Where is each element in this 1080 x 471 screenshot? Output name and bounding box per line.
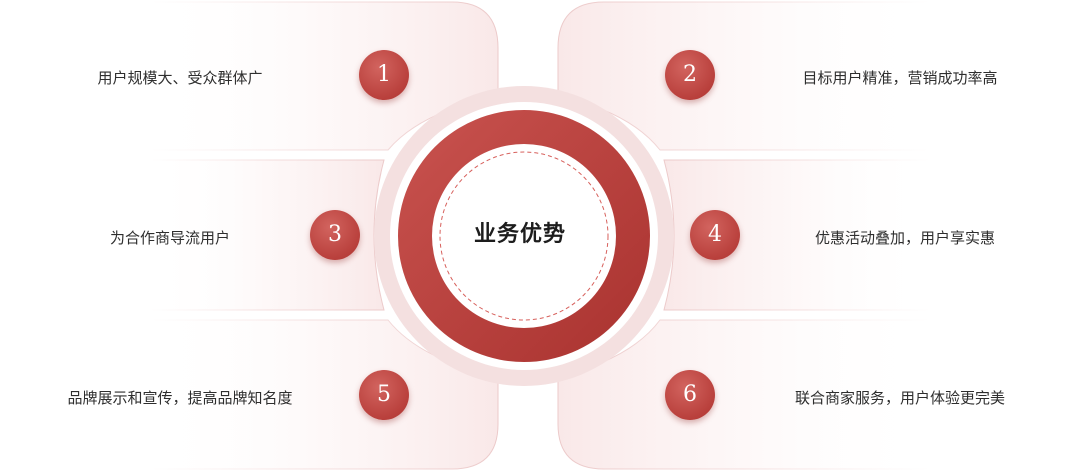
feature-5-text: 品牌展示和宣传，提高品牌知名度 xyxy=(67,389,293,407)
feature-6-text: 联合商家服务，用户体验更完美 xyxy=(794,389,1005,407)
feature-2-text: 目标用户精准，营销成功率高 xyxy=(802,69,998,87)
card-4 xyxy=(663,159,931,311)
feature-3-text: 为合作商导流用户 xyxy=(109,229,230,247)
card-3 xyxy=(149,159,385,311)
inner-white-disc xyxy=(432,144,616,328)
inner-dashed-circle xyxy=(439,151,609,321)
feature-4-text: 优惠活动叠加，用户享实惠 xyxy=(814,229,995,247)
feature-4-number: 4 xyxy=(690,210,740,260)
feature-1-number: 1 xyxy=(359,50,409,100)
center-title: 业务优势 xyxy=(473,222,566,247)
feature-5-number: 5 xyxy=(359,370,409,420)
feature-6-number: 6 xyxy=(665,370,715,420)
feature-3-number: 3 xyxy=(310,210,360,260)
feature-2-number: 2 xyxy=(665,50,715,100)
feature-1-text: 用户规模大、受众群体广 xyxy=(97,69,263,87)
